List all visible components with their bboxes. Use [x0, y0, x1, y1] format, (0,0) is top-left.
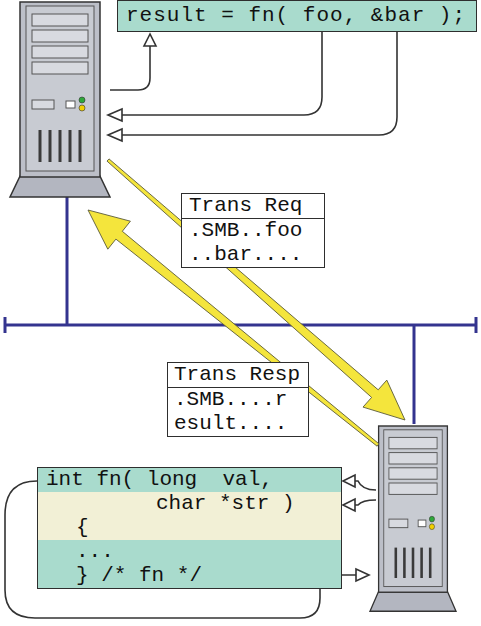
argument-line: [5, 481, 376, 618]
server-computer: [10, 2, 110, 197]
code-line: int fn( long val,: [38, 468, 341, 492]
code-text: result = fn( foo, &bar );: [118, 1, 476, 31]
code-box: result = fn( foo, &bar );: [117, 0, 477, 32]
transfer-arrow: [107, 159, 405, 420]
code-line: ...: [38, 540, 341, 564]
packet-body: .SMB..foo ..bar....: [182, 219, 322, 267]
argument-line: [110, 32, 397, 135]
code-line: {: [38, 516, 341, 540]
packet-header: Trans Resp: [168, 363, 308, 388]
hollow-arrowhead: [108, 34, 156, 141]
transfer-arrow: [88, 210, 379, 446]
code-line: } /* fn */: [38, 564, 341, 588]
packet-box: Trans Resp.SMB....r esult....: [167, 362, 309, 437]
server-computer: [370, 426, 456, 611]
code-box: int fn( long val,char *str ){...} /* fn …: [37, 467, 342, 589]
packet-body: .SMB....r esult....: [168, 388, 306, 436]
code-line: char *str ): [38, 492, 341, 516]
hollow-arrowhead: [343, 475, 369, 581]
packet-header: Trans Req: [182, 194, 324, 219]
packet-box: Trans Req.SMB..foo ..bar....: [181, 193, 325, 268]
